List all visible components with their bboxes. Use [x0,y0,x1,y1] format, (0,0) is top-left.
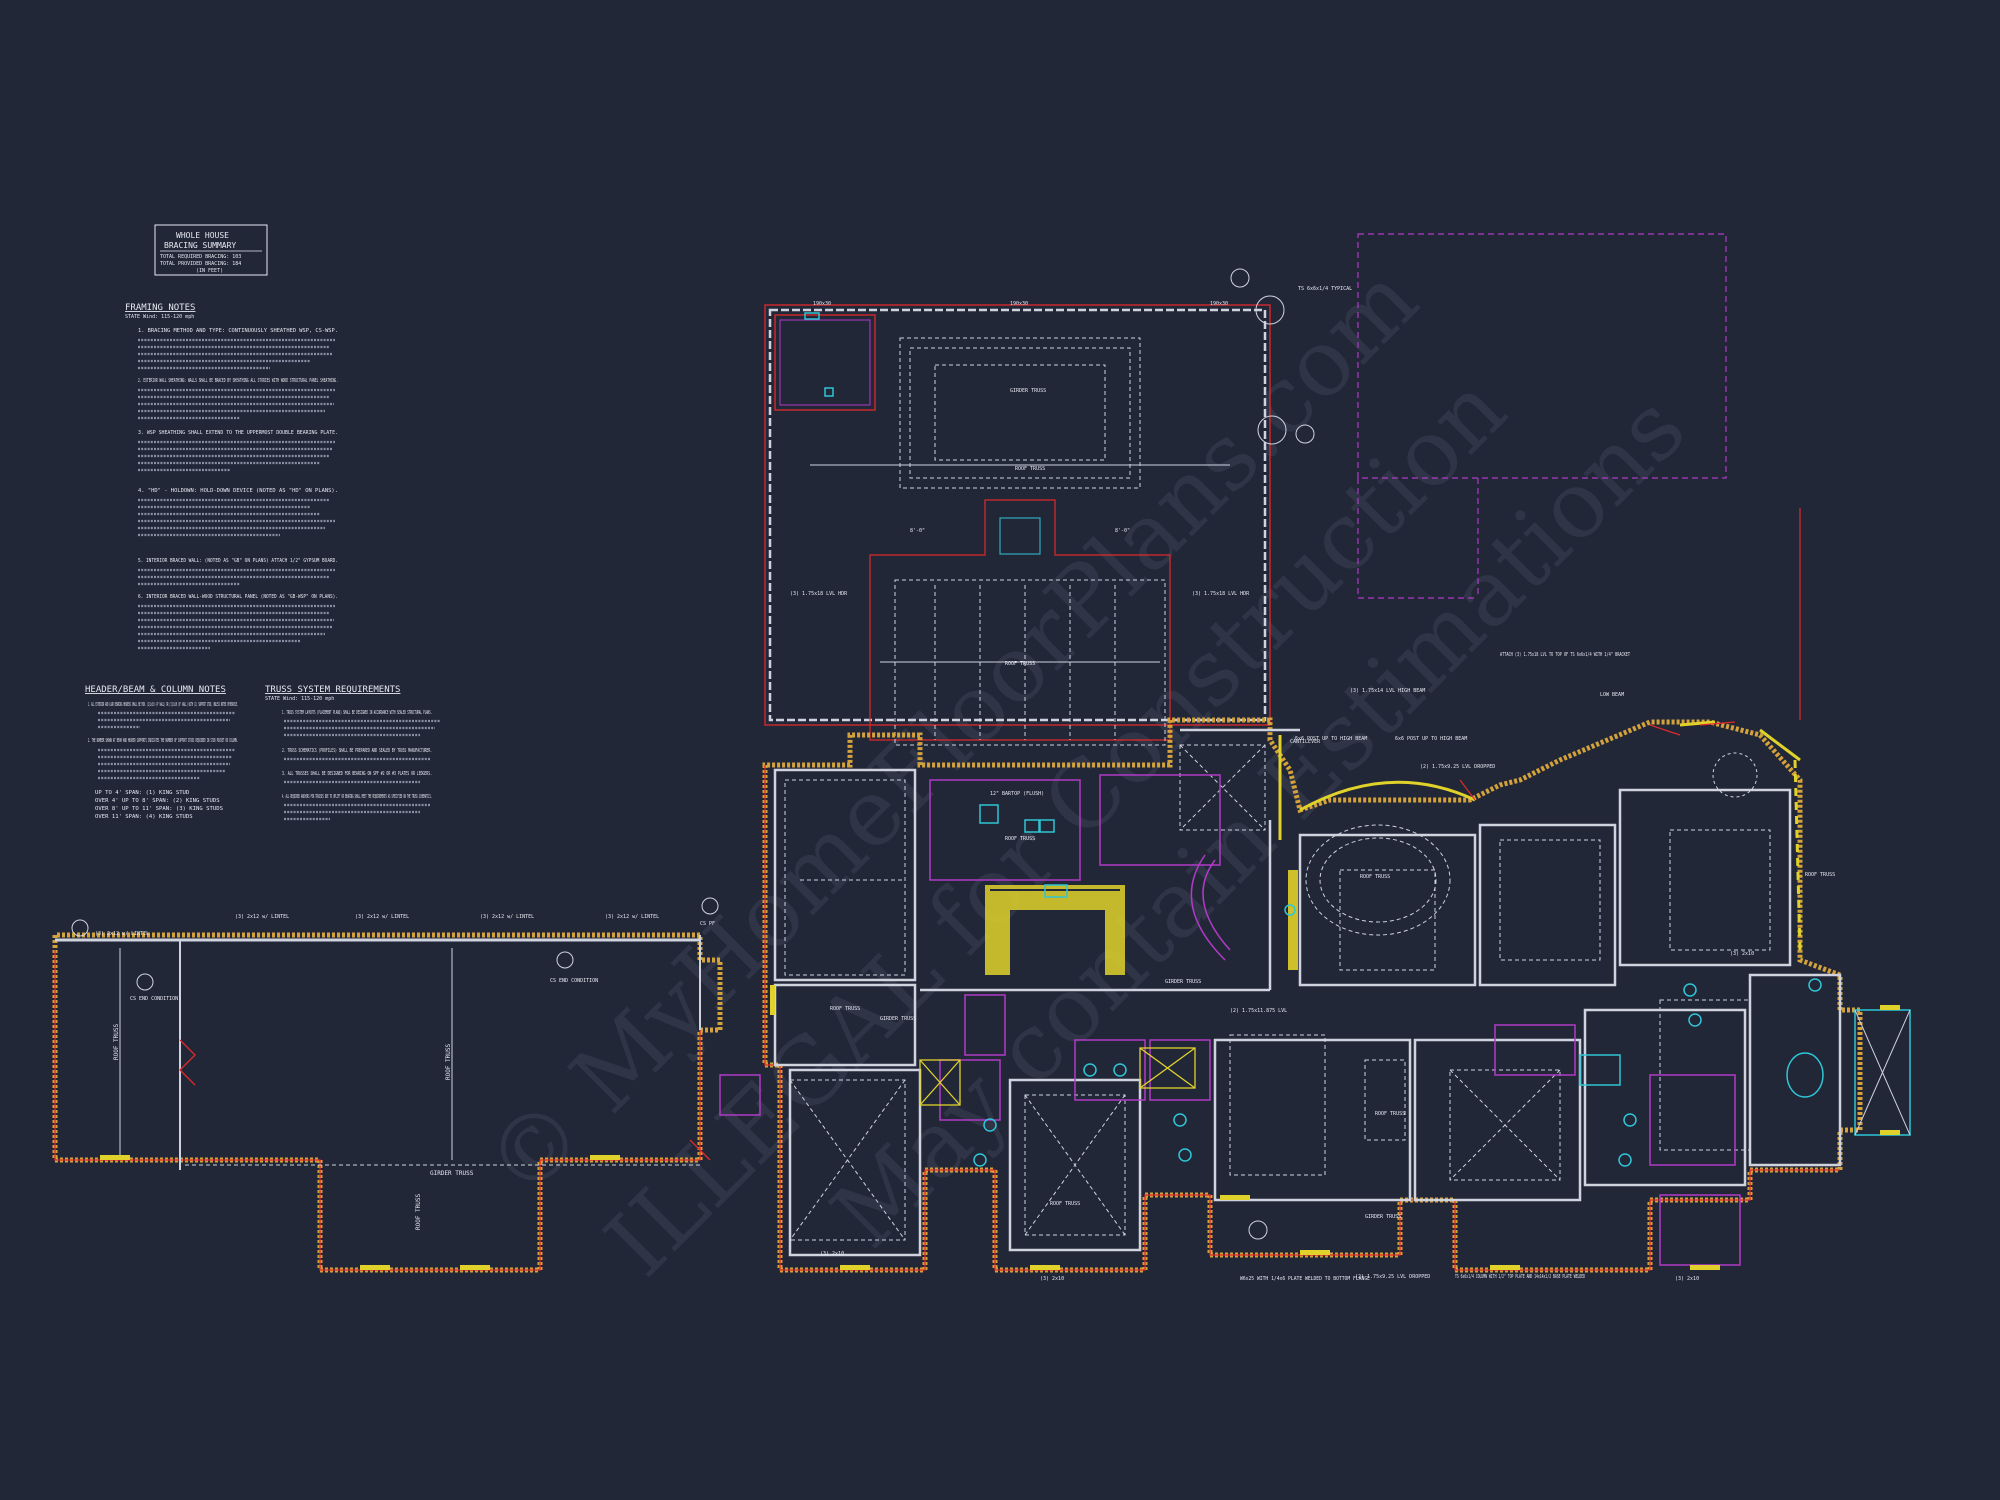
truss-notes: TRUSS SYSTEM REQUIREMENTS STATE Wind: 11… [265,685,440,821]
lintel-right: (3) 2x10 [1730,951,1754,957]
lintel-label-3: (3) 2x12 w/ LINTEL [355,914,409,920]
bonus-room [764,304,1271,746]
garage-girder-truss-label: GIRDER TRUSS [430,1170,474,1177]
great-room-roof-truss: ROOF TRUSS [1360,874,1390,880]
watermark-line2: ILLEGAL for Construction [585,355,1526,1296]
post-label-1: 6x6 POST UP TO HIGH BEAM [1295,736,1367,742]
framing-note-3: 3. WSP SHEATHING SHALL EXTEND TO THE UPP… [138,430,338,436]
header-note-6: OVER 11' SPAN: (4) KING STUDS [95,814,193,820]
lintel-bottom-3: (3) 2x10 [1675,1276,1699,1282]
cs-end-label-1: CS END CONDITION [130,996,178,1002]
header-note-1: 1. ALL EXTERIOR AND LOAD BEARING HEADERS… [88,702,238,708]
lintel-bottom-1: (3) 2x10 [820,1251,844,1257]
bonus-roof-truss-label: ROOF TRUSS [1015,466,1045,472]
garage-roof-truss-label-3: ROOF TRUSS [415,1193,422,1230]
bed-roof-truss: ROOF TRUSS [1050,1201,1080,1207]
lintel-bottom-2: (3) 2x10 [1040,1276,1064,1282]
lvl-dropped-label: (2) 1.75x9.25 LVL DROPPED [1420,764,1495,770]
main-house [719,717,1911,1273]
master-roof-truss: ROOF TRUSS [1805,872,1835,878]
cantilever-label: CANTILEVER [1290,739,1321,745]
section-markers-top [1230,268,1315,445]
section-markers-garage [71,897,719,991]
laundry-roof-truss: ROOF TRUSS [830,1006,860,1012]
lvl-hdr-left-label: (3) 1.75x18 LVL HDR [790,591,848,597]
truss-note-1: 1. TRUSS SYSTEM LAYOUTS (PLACEMENT PLANS… [282,710,432,716]
low-beam-label: LOW BEAM [1600,692,1624,698]
lintel-label-5: (3) 2x12 w/ LINTEL [605,914,659,920]
ts-typical-label: TS 6x6x1/4 TYPICAL [1298,286,1352,292]
bracing-required: TOTAL REQUIRED BRACING: 103 [160,254,241,260]
high-beam-label: (3) 1.75x14 LVL HIGH BEAM [1350,688,1425,694]
truss-notes-subtitle: STATE Wind: 115-120 mph [265,696,334,702]
bartop-label: 12" BARTOP (FLUSH) [990,791,1044,797]
framing-notes-title: FRAMING NOTES [125,303,195,313]
bracing-unit: (IN FEET) [196,268,223,274]
framing-note-4: 4. "HD" - HOLDOWN: HOLD-DOWN DEVICE (NOT… [138,488,338,494]
porch-girder-truss: GIRDER TRUSS [1365,1214,1401,1220]
framing-note-1: 1. BRACING METHOD AND TYPE: CONTINUOUSLY… [138,328,338,334]
lintel-label-1: (3) 2x12 w/ LINTEL [95,931,149,937]
kitchen-girder-truss: GIRDER TRUSS [1165,979,1201,985]
header-beam-notes: HEADER/BEAM & COLUMN NOTES 1. ALL EXTERI… [85,685,238,820]
garage-roof-truss-label: ROOF TRUSS [113,1023,120,1060]
truss-note-2: 2. TRUSS SCHEMATICS (PROFILES) SHALL BE … [282,748,432,754]
framing-note-5: 5. INTERIOR BRACED WALL: (NOTED AS "GB" … [138,558,338,564]
column-note-label: TS 6x6x1/4 COLUMN WITH 1/2" TOP PLATE AN… [1455,1274,1585,1280]
cs-end-label-2: CS END CONDITION [550,978,598,984]
lower-roof-truss-label: ROOF TRUSS [1005,661,1035,667]
framing-notes-subtitle: STATE Wind: 115-120 mph [125,314,194,320]
framing-note-2: 2. EXTERIOR WALL SHEATHING: WALLS SHALL … [138,378,338,384]
garage-wing [52,932,723,1273]
dim-8-left: 8'-0" [910,528,925,534]
dim-8-right: 8'-0" [1115,528,1130,534]
section-markers-main [1248,1220,1268,1240]
dining-roof-truss: ROOF TRUSS [1375,1111,1405,1117]
bracing-provided: TOTAL PROVIDED BRACING: 184 [160,261,241,267]
bracing-summary-box: WHOLE HOUSE BRACING SUMMARY TOTAL REQUIR… [154,224,268,276]
lintel-label-2: (3) 2x12 w/ LINTEL [235,914,289,920]
framing-notes: FRAMING NOTES STATE Wind: 115-120 mph 1.… [125,303,338,650]
lvl-ridge-label: (2) 1.75x11.875 LVL [1230,1008,1287,1014]
garage-roof-truss-label-2: ROOF TRUSS [445,1043,452,1080]
bonus-girder-label: GIRDER TRUSS [1010,388,1046,394]
framing-note-6: 6. INTERIOR BRACED WALL-WOOD STRUCTURAL … [138,594,338,600]
dim-label-3: 190x30 [1210,301,1228,307]
watermark: © MyHomeFloorPlans.com ILLEGAL for Const… [465,246,1706,1297]
header-note-5: OVER 8' UP TO 11' SPAN: (3) KING STUDS [95,806,223,812]
dim-label-1: 190x30 [813,301,831,307]
watermark-line3: May contain Estimations [812,374,1706,1268]
truss-note-4: 4. ALL REQUIRED ANCHORS FOR TRUSSES DUE … [282,794,432,800]
laundry-girder-truss: GIRDER TRUSS [880,1016,916,1022]
dim-label-2: 190x30 [1010,301,1028,307]
lintel-label-4: (3) 2x12 w/ LINTEL [480,914,534,920]
future-area-outline [1357,233,1727,599]
bracing-title-2: BRACING SUMMARY [164,241,236,250]
truss-notes-title: TRUSS SYSTEM REQUIREMENTS [265,685,400,695]
bracket-note-label: ATTACH (3) 1.75x18 LVL TO TOP OF TS 6x6x… [1500,652,1630,658]
header-note-2: 2. THE NUMBER SHOWN AT BEAM AND HEADER S… [88,738,238,744]
lvl-dropped-bottom: (2) 1.75x9.25 LVL DROPPED [1355,1274,1430,1280]
truss-note-3: 3. ALL TRUSSES SHALL BE DESIGNED FOR BEA… [282,771,432,777]
kitchen-roof-truss: ROOF TRUSS [1005,836,1035,842]
lvl-hdr-right-label: (3) 1.75x18 LVL HDR [1192,591,1250,597]
cs-pf-label: CS PF [700,921,715,927]
header-notes-title: HEADER/BEAM & COLUMN NOTES [85,685,226,695]
plate-note-label: W6x25 WITH 1/4x6 PLATE WELDED TO BOTTOM … [1240,1276,1370,1282]
bracing-title-1: WHOLE HOUSE [176,231,229,240]
header-note-3: UP TO 4' SPAN: (1) KING STUD [95,790,190,796]
post-label-2: 6x6 POST UP TO HIGH BEAM [1395,736,1467,742]
header-note-4: OVER 4' UP TO 8' SPAN: (2) KING STUDS [95,798,220,804]
